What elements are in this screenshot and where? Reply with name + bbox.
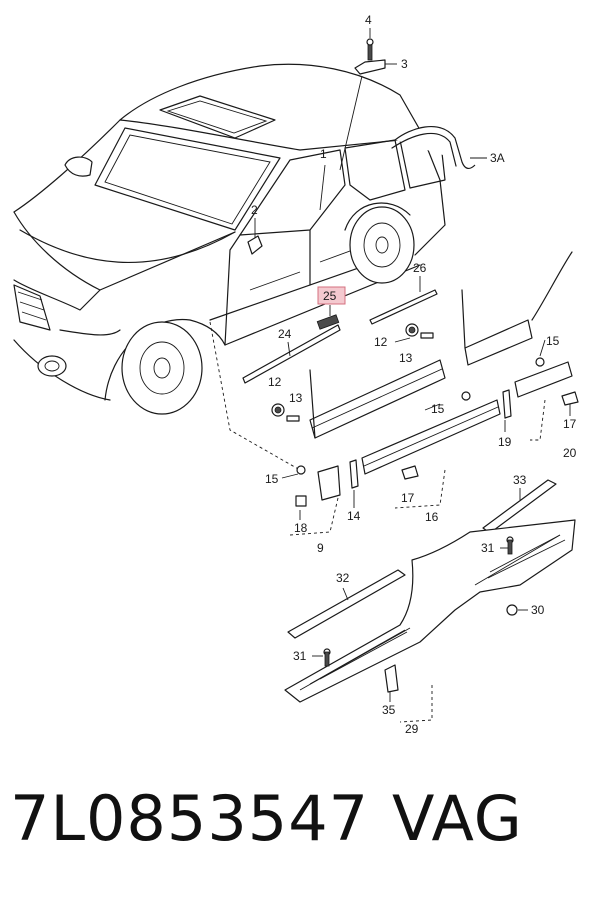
callout-24: 24: [278, 327, 292, 341]
callout-19: 19: [498, 435, 512, 449]
callout-12-lower: 12: [268, 375, 282, 389]
callout-18: 18: [294, 521, 308, 535]
running-board-parts: [284, 479, 576, 723]
brand-name: VAG: [392, 782, 523, 855]
callout-3a: 3A: [490, 151, 505, 165]
callout-2: 2: [251, 203, 258, 217]
callout-3: 3: [401, 57, 408, 71]
callout-29: 29: [405, 722, 419, 736]
callout-13-lower: 13: [289, 391, 303, 405]
callout-13-upper: 13: [399, 351, 413, 365]
callout-1: 1: [320, 147, 327, 161]
callout-33: 33: [513, 473, 527, 487]
callout-31-left: 31: [293, 649, 307, 663]
callout-25-highlight: [317, 286, 346, 305]
callout-12-upper: 12: [374, 335, 388, 349]
trim-strips: [242, 276, 438, 384]
vehicle-outline: [13, 63, 476, 471]
footer: 7L0853547 VAG: [10, 782, 590, 882]
callout-31-right: 31: [481, 541, 495, 555]
callout-26: 26: [413, 261, 427, 275]
callout-15-left: 15: [265, 472, 279, 486]
callout-20: 20: [563, 446, 577, 460]
exploded-parts-diagram: 4 3 3A 1 2 26 25 24 12 13 15 12 13 15 19…: [13, 13, 579, 736]
callout-25: 25: [323, 289, 337, 303]
callout-4: 4: [365, 13, 372, 27]
callout-14: 14: [347, 509, 361, 523]
roof-clip-parts: [247, 28, 487, 255]
callout-15-upper: 15: [546, 334, 560, 348]
callout-17-right: 17: [563, 417, 577, 431]
callout-16: 16: [425, 510, 439, 524]
callout-35: 35: [382, 703, 396, 717]
callout-17-middle: 17: [401, 491, 415, 505]
callout-30: 30: [531, 603, 545, 617]
callout-32: 32: [336, 571, 350, 585]
callout-15-middle: 15: [431, 402, 445, 416]
callout-leaders: [281, 337, 571, 702]
part-number: 7L0853547: [10, 782, 370, 855]
callout-labels: 4 3 3A 1 2 26 25 24 12 13 15 12 13 15 19…: [251, 13, 577, 736]
callout-9: 9: [317, 541, 324, 555]
door-trim-panels: [271, 251, 579, 536]
